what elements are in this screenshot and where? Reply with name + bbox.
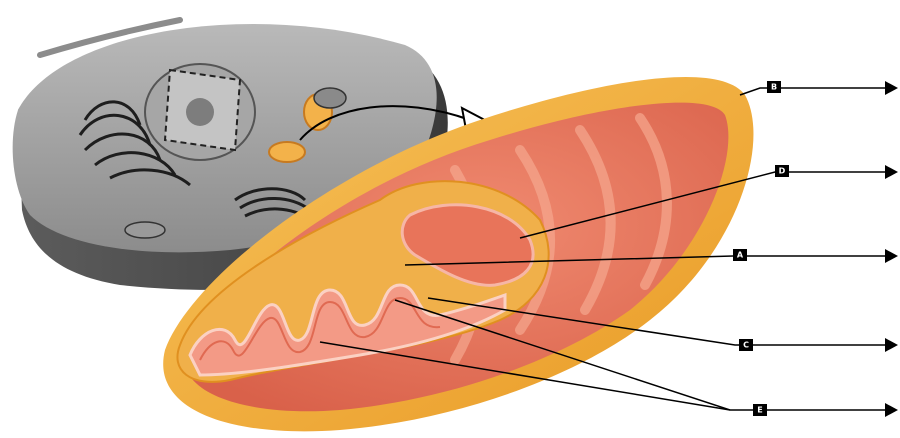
leader-line-B bbox=[740, 88, 885, 95]
arrowhead-B bbox=[885, 81, 898, 95]
cell-mitochondrion-highlighted bbox=[269, 142, 305, 162]
label-D: D bbox=[775, 165, 789, 177]
arrowhead-A bbox=[885, 249, 898, 263]
arrowhead-D bbox=[885, 165, 898, 179]
label-text-D: D bbox=[779, 167, 786, 176]
label-text-E: E bbox=[757, 406, 762, 415]
label-A: A bbox=[733, 249, 747, 261]
label-B: B bbox=[767, 81, 781, 93]
arrowhead-C bbox=[885, 338, 898, 352]
nucleus bbox=[145, 64, 255, 160]
label-E: E bbox=[753, 404, 767, 416]
label-text-B: B bbox=[771, 83, 777, 92]
cell-vesicle bbox=[125, 222, 165, 238]
cell-mitochondrion-grey bbox=[314, 88, 346, 108]
arrowheads bbox=[885, 81, 898, 417]
label-C: C bbox=[739, 339, 753, 351]
label-text-A: A bbox=[737, 251, 744, 260]
arrowhead-E bbox=[885, 403, 898, 417]
label-text-C: C bbox=[743, 341, 749, 350]
